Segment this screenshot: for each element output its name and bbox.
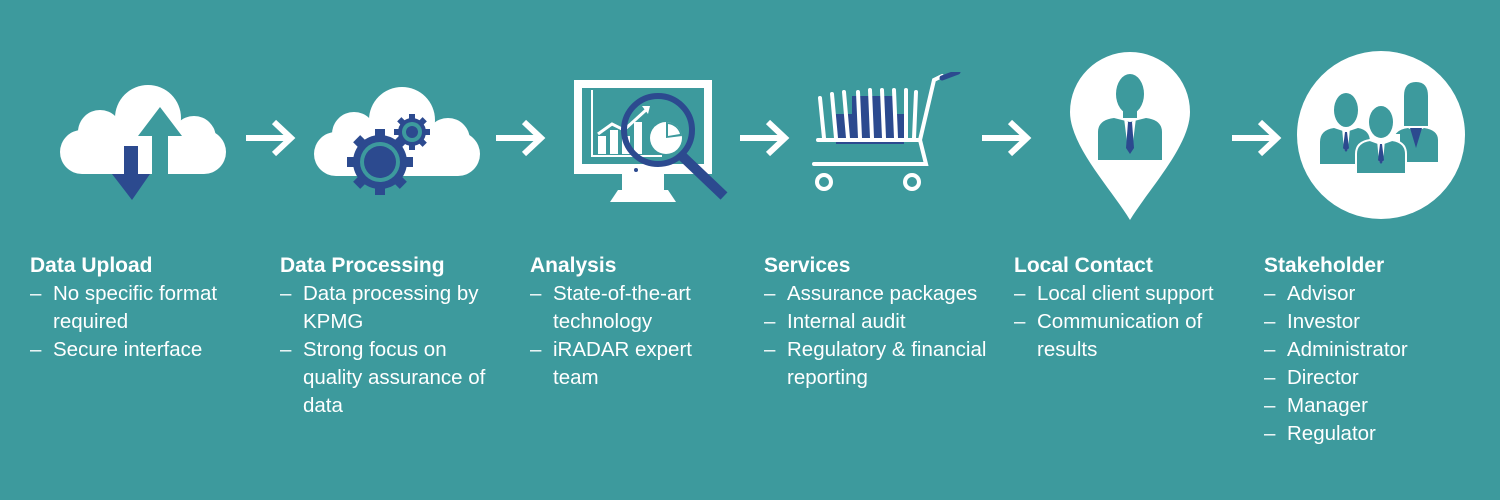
step-local-contact: Local Contact –Local client support –Com…: [1014, 254, 1244, 364]
step-title: Analysis: [530, 254, 617, 277]
step-stakeholder: Stakeholder –Advisor –Investor –Administ…: [1264, 254, 1494, 448]
group-people-icon: [1297, 51, 1465, 219]
step-items: –Data processing by KPMG –Strong focus o…: [280, 280, 505, 420]
list-item: –Administrator: [1264, 338, 1408, 361]
list-item: –Regulator: [1264, 422, 1376, 445]
step-title: Data Upload: [30, 254, 153, 277]
arrow-right-icon: [982, 119, 1032, 157]
list-item: –Data processing by KPMG: [280, 282, 479, 333]
step-items: –Assurance packages –Internal audit –Reg…: [764, 280, 1009, 392]
list-item: –Communication of results: [1014, 310, 1203, 361]
list-item: –Local client support: [1014, 282, 1214, 305]
list-item: –iRADAR expert team: [530, 338, 692, 389]
location-pin-person-icon: [1070, 52, 1190, 220]
step-items: –Local client support –Communication of …: [1014, 280, 1244, 364]
list-item: –Investor: [1264, 310, 1360, 333]
step-title: Stakeholder: [1264, 254, 1385, 277]
step-data-processing: Data Processing –Data processing by KPMG…: [280, 254, 505, 420]
cloud-gears-icon: [314, 87, 480, 195]
list-item: –Director: [1264, 366, 1359, 389]
list-item: –State-of-the-art technology: [530, 282, 691, 333]
step-analysis: Analysis –State-of-the-art technology –i…: [530, 254, 730, 392]
list-item: –Internal audit: [764, 310, 906, 333]
step-title: Local Contact: [1014, 254, 1153, 277]
step-data-upload: Data Upload –No specific format required…: [30, 254, 270, 364]
list-item: –Regulatory & financial reporting: [764, 338, 987, 389]
step-items: –State-of-the-art technology –iRADAR exp…: [530, 280, 730, 392]
step-services: Services –Assurance packages –Internal a…: [764, 254, 1009, 392]
list-item: –Manager: [1264, 394, 1368, 417]
arrow-right-icon: [740, 119, 790, 157]
cloud-upload-download-icon: [60, 85, 226, 200]
list-item: –No specific format required: [30, 282, 218, 333]
monitor-magnifier-icon: [574, 80, 728, 202]
list-item: –Assurance packages: [764, 282, 978, 305]
step-title: Services: [764, 254, 851, 277]
step-items: –Advisor –Investor –Administrator –Direc…: [1264, 280, 1494, 448]
arrow-right-icon: [246, 119, 296, 157]
arrow-right-icon: [1232, 119, 1282, 157]
arrow-right-icon: [496, 119, 546, 157]
step-items: –No specific format required –Secure int…: [30, 280, 270, 364]
list-item: –Secure interface: [30, 338, 203, 361]
list-item: –Advisor: [1264, 282, 1356, 305]
list-item: –Strong focus on quality assurance of da…: [280, 338, 486, 417]
shopping-cart-icon: [812, 72, 961, 191]
step-title: Data Processing: [280, 254, 445, 277]
